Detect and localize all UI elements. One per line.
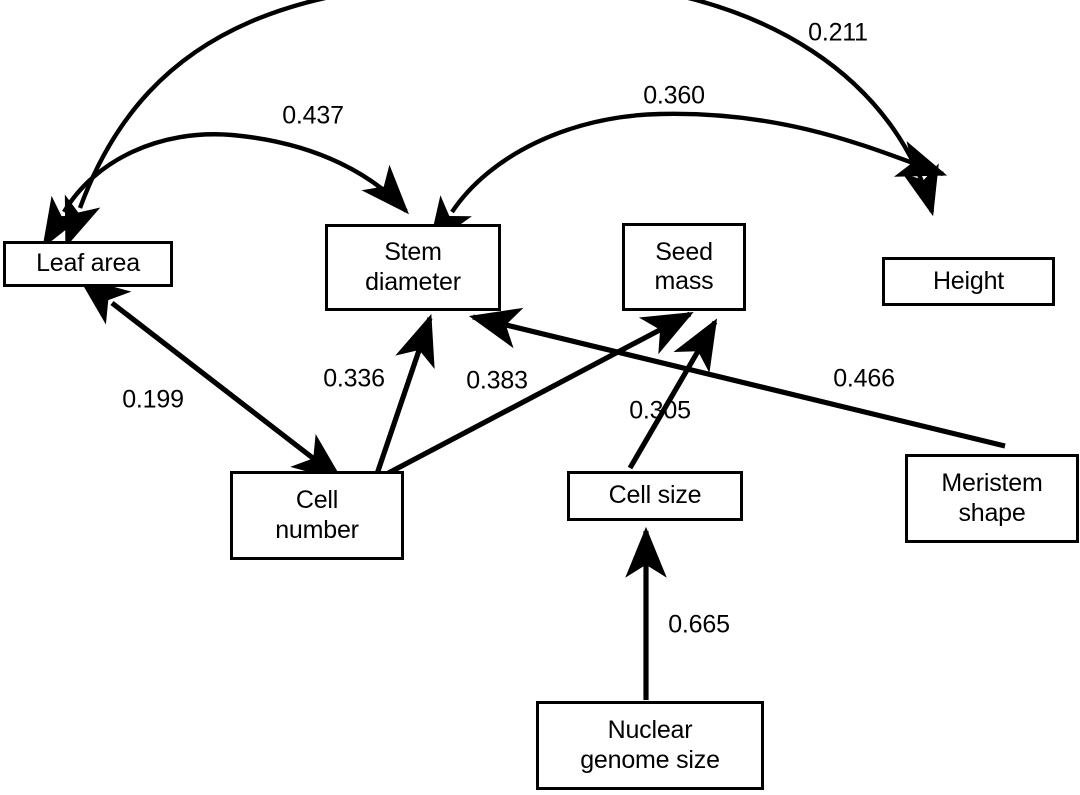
- edge-cell-number-leaf-area: [78, 276, 344, 482]
- node-leaf-area[interactable]: Leaf area: [3, 241, 173, 287]
- edge-stem-diameter-height: [428, 111, 948, 248]
- edge-label-leaf-area-height: 0.211: [808, 18, 868, 47]
- node-meristem-shape-label: Meristem shape: [941, 469, 1043, 527]
- edge-label-cell-size-seed-mass: 0.305: [629, 396, 691, 425]
- node-height[interactable]: Height: [882, 257, 1055, 306]
- node-cell-size[interactable]: Cell size: [567, 471, 743, 521]
- node-nuclear-genome-size-label: Nuclear genome size: [580, 716, 720, 774]
- node-stem-diameter[interactable]: Stem diameter: [325, 224, 501, 311]
- node-seed-mass[interactable]: Seed mass: [622, 223, 746, 311]
- edge-label-stem-diameter-height: 0.360: [643, 81, 705, 110]
- edge-cell-size-seed-mass: [627, 318, 718, 470]
- edge-cell-number-seed-mass: [379, 311, 694, 480]
- node-seed-mass-label: Seed mass: [654, 237, 714, 296]
- node-meristem-shape[interactable]: Meristem shape: [905, 454, 1079, 543]
- edge-label-nuclear-genome-size-cell-size: 0.665: [668, 610, 730, 639]
- edge-leaf-area-height: [64, 0, 939, 248]
- node-cell-number[interactable]: Cell number: [230, 471, 404, 560]
- node-stem-diameter-label: Stem diameter: [365, 238, 461, 296]
- edge-label-leaf-area-stem-diameter: 0.437: [282, 101, 344, 130]
- edge-meristem-shape-stem-diameter: [468, 307, 1006, 449]
- node-leaf-area-label: Leaf area: [36, 249, 140, 278]
- node-cell-number-label: Cell number: [275, 486, 359, 544]
- node-nuclear-genome-size[interactable]: Nuclear genome size: [536, 701, 764, 790]
- node-cell-size-label: Cell size: [608, 481, 702, 510]
- node-height-label: Height: [932, 266, 1005, 295]
- edge-leaf-area-stem-diameter: [42, 132, 409, 249]
- edge-cell-number-stem-diameter: [374, 314, 435, 475]
- edge-label-meristem-shape-stem-diameter: 0.466: [833, 364, 895, 393]
- edge-label-cell-number-seed-mass: 0.383: [466, 366, 528, 395]
- edge-label-cell-number-stem-diameter: 0.336: [323, 364, 385, 393]
- edge-label-cell-number-leaf-area: 0.199: [122, 385, 184, 414]
